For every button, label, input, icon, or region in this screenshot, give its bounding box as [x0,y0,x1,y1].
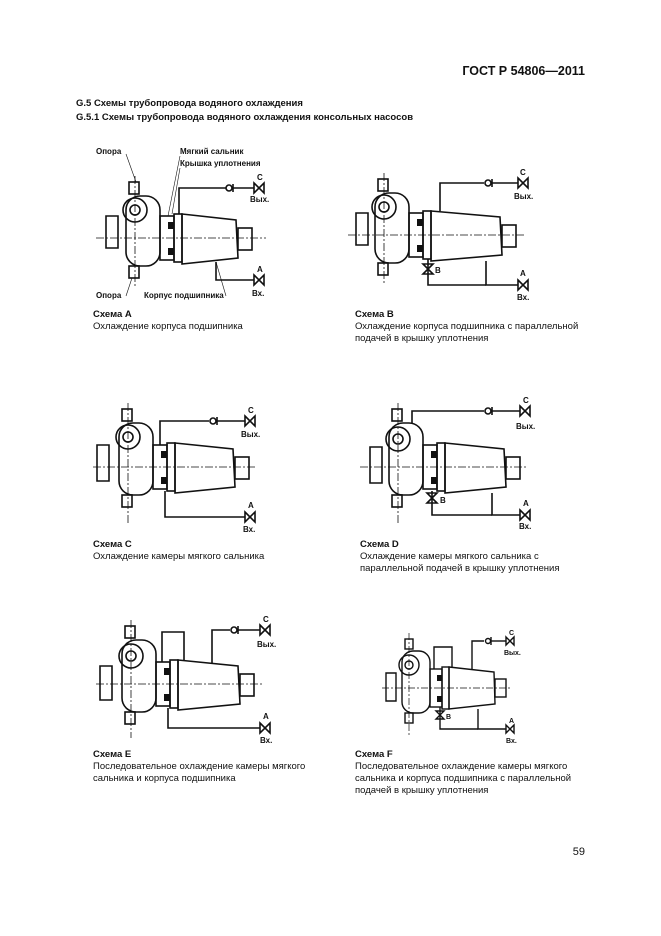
label-out: Вых. [241,430,260,439]
label-out: Вых. [516,422,535,431]
label-out-letter: С [257,173,263,182]
label-in-letter: А [263,712,269,721]
label-out: Вых. [514,192,533,201]
scheme-a-diagram: Опора Мягкий сальник Крышка уплотнения О… [76,138,306,308]
label-in-letter: А [523,499,529,508]
scheme-e-text: Последовательное охлаждение камеры мягко… [93,761,306,784]
scheme-f-diagram: С Вых. В А Вх. [378,625,528,747]
scheme-c-caption: Схема С Охлаждение камеры мягкого сальни… [93,539,333,563]
scheme-e-title: Схема E [93,749,132,760]
scheme-d-diagram: С Вых. В А Вх. [352,395,552,535]
label-in: Вх. [506,738,517,745]
label-out: Вых. [257,640,276,649]
label-out: Вых. [504,650,521,657]
label-bypass-letter: В [435,266,441,275]
label-out-letter: С [523,396,529,405]
label-in: Вх. [252,289,264,298]
label-in: Вх. [519,522,531,531]
label-in: Вх. [517,293,529,302]
scheme-c-diagram: С Вых. А Вх. [85,395,275,535]
scheme-a-caption: Схема А Охлаждение корпуса подшипника [93,309,333,333]
scheme-f-title: Схема F [355,749,393,760]
label-bypass-letter: В [440,496,446,505]
label-in: Вх. [260,736,272,745]
document-id: ГОСТ Р 54806—2011 [462,64,585,78]
scheme-d-caption: Схема D Охлаждение камеры мягкого сальни… [360,539,600,575]
label-out-letter: С [263,615,269,624]
scheme-b-text: Охлаждение корпуса подшипника с параллел… [355,321,579,344]
scheme-a-text: Охлаждение корпуса подшипника [93,321,243,332]
label-support-bottom: Опора [96,291,122,300]
label-in-letter: А [248,501,254,510]
scheme-e-caption: Схема E Последовательное охлаждение каме… [93,749,333,785]
label-out-letter: С [520,168,526,177]
label-in-letter: А [257,265,263,274]
scheme-b-diagram: С Вых. В А Вх. [340,165,550,305]
scheme-b-caption: Схема B Охлаждение корпуса подшипника с … [355,309,595,345]
scheme-b-title: Схема B [355,309,394,320]
section-heading-g51: G.5.1 Схемы трубопровода водяного охлажд… [76,112,414,123]
scheme-d-text: Охлаждение камеры мягкого сальника с пар… [360,551,560,574]
label-out-letter: С [248,406,254,415]
scheme-e-diagram: С Вых. А Вх. [90,612,285,747]
label-soft-gland: Мягкий сальник [180,147,244,156]
scheme-d-title: Схема D [360,539,399,550]
label-in: Вх. [243,525,255,534]
label-bearing-housing: Корпус подшипника [144,291,224,300]
label-in-letter: А [520,269,526,278]
page-number: 59 [572,846,585,858]
label-out-letter: С [509,630,514,637]
label-out: Вых. [250,195,269,204]
scheme-f-text: Последовательное охлаждение камеры мягко… [355,761,572,796]
label-bypass-letter: В [446,714,451,721]
scheme-f-caption: Схема F Последовательное охлаждение каме… [355,749,595,797]
scheme-c-title: Схема С [93,539,132,550]
scheme-a-title: Схема А [93,309,132,320]
label-seal-cover: Крышка уплотнения [180,159,261,168]
scheme-c-text: Охлаждение камеры мягкого сальника [93,551,265,562]
section-heading-g5: G.5 Схемы трубопровода водяного охлажден… [76,98,303,109]
label-support-top: Опора [96,147,122,156]
label-in-letter: А [509,718,514,725]
